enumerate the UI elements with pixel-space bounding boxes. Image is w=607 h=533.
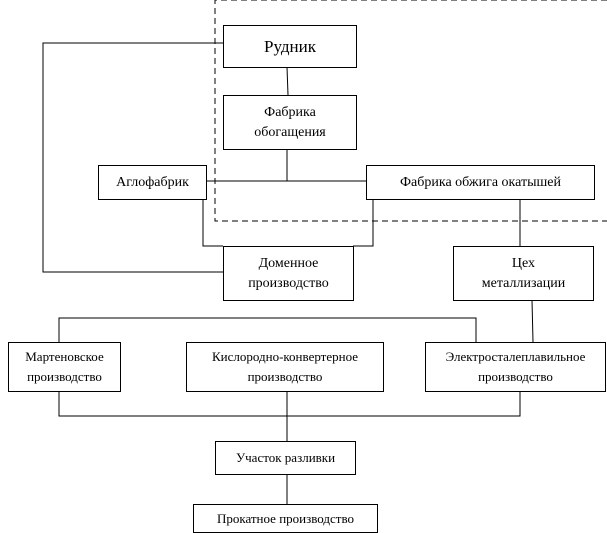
- connector-metallization-bus: [531, 299, 534, 343]
- node-pellet-plant-label: Фабрика обжига окатышей: [399, 174, 562, 190]
- connector-steel-bus-bottom: [58, 391, 521, 417]
- connector-sinter-blast: [182, 198, 223, 247]
- node-pellet-plant: Фабрика обжига окатышей: [366, 165, 595, 200]
- node-open-hearth-label: Мартеновское производство: [25, 349, 104, 384]
- node-bof-label: Кислородно-конвертерное производство: [211, 349, 359, 384]
- connector-pellet-blast: [353, 198, 446, 247]
- node-sinter-plant: Аглофабрик: [98, 165, 207, 200]
- connector-mine-concentrator: [286, 66, 289, 96]
- node-rolling-label: Прокатное производство: [216, 510, 355, 526]
- node-rolling: Прокатное производство: [193, 504, 378, 533]
- node-blast-furnace: Доменное производство: [223, 246, 354, 301]
- node-mine-label: Рудник: [264, 36, 316, 56]
- node-metallization: Цех металлизации: [453, 246, 594, 301]
- node-eaf-label: Электросталеплавильное производство: [445, 349, 586, 384]
- connector-steel-bus-top: [58, 317, 477, 342]
- node-mine: Рудник: [223, 25, 357, 68]
- connector-mine-blast-loop: [42, 42, 223, 273]
- dashed-boundary: [214, 0, 607, 222]
- node-casting-label: Участок разливки: [235, 450, 336, 465]
- node-eaf: Электросталеплавильное производство: [425, 342, 606, 392]
- node-open-hearth: Мартеновское производство: [8, 342, 121, 392]
- node-sinter-plant-label: Аглофабрик: [116, 174, 189, 190]
- node-bof: Кислородно-конвертерное производство: [186, 342, 384, 392]
- node-blast-furnace-label: Доменное производство: [248, 255, 329, 291]
- node-casting: Участок разливки: [215, 441, 356, 475]
- node-metallization-label: Цех металлизации: [481, 255, 566, 291]
- node-concentrator-label: Фабрика обогащения: [254, 104, 326, 140]
- node-concentrator: Фабрика обогащения: [223, 95, 357, 150]
